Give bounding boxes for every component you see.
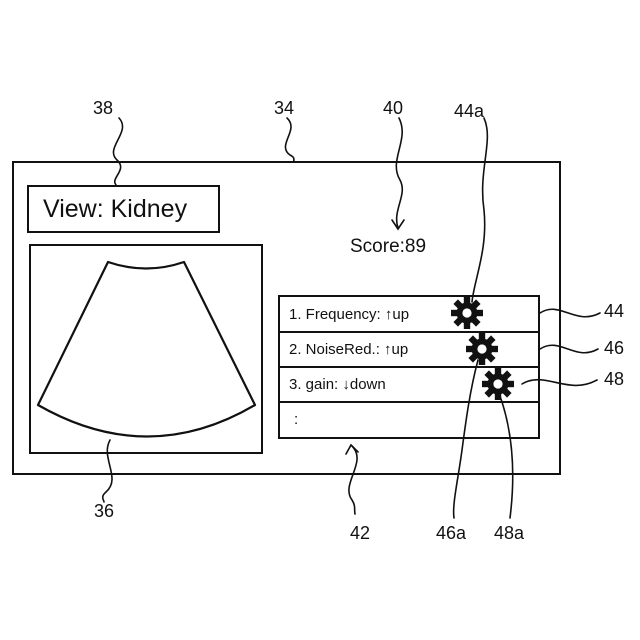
leader-44a [472,118,487,302]
ref-42: 42 [350,524,370,542]
leader-46a [454,360,478,518]
ref-48a: 48a [494,524,524,542]
ref-38: 38 [93,99,113,117]
arrow-40 [392,220,404,229]
gear-icon[interactable] [466,333,498,365]
leader-48a [500,396,513,518]
leader-34 [285,118,294,161]
ref-46: 46 [604,339,624,357]
ref-44a: 44a [454,102,484,120]
gear-icon[interactable] [451,297,483,329]
leader-36 [103,440,112,502]
ref-36: 36 [94,502,114,520]
leader-40 [396,118,402,228]
leader-42 [349,446,357,514]
leader-38 [113,118,122,185]
ref-34: 34 [274,99,294,117]
ref-46a: 46a [436,524,466,542]
leader-48 [522,380,597,386]
ultrasound-sector [38,262,255,437]
ref-40: 40 [383,99,403,117]
ref-48: 48 [604,370,624,388]
leader-46 [540,345,598,353]
gear-icon[interactable] [482,368,514,400]
leader-44 [540,309,600,317]
ref-44: 44 [604,302,624,320]
